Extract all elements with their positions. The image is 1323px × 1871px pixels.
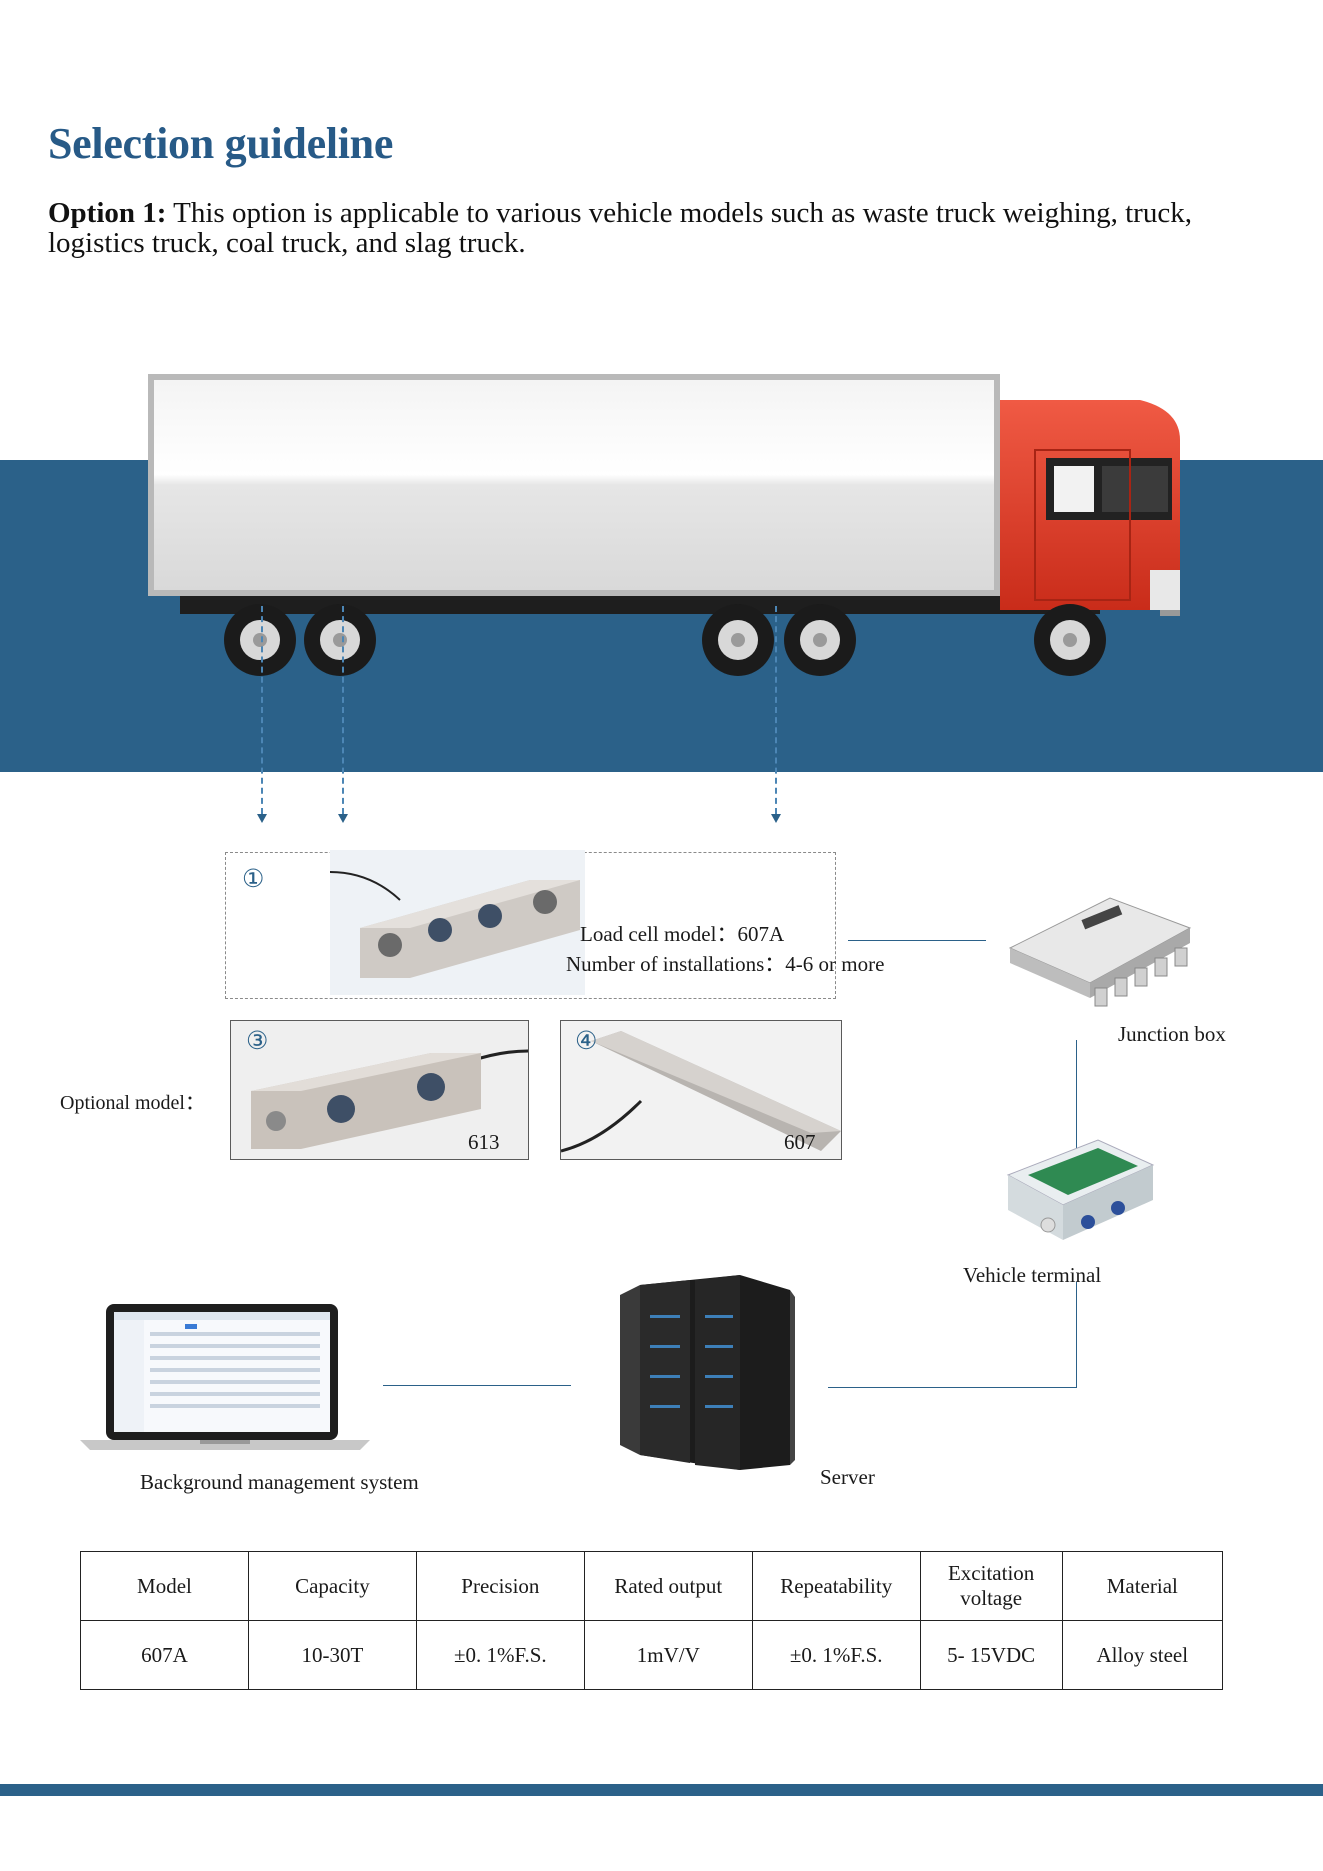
cell-precision: ±0. 1%F.S.	[415, 1620, 585, 1690]
header-capacity: Capacity	[247, 1551, 417, 1621]
connector-terminal-server	[828, 1387, 1077, 1388]
server-label: Server	[820, 1465, 875, 1489]
installations-label: Number of installations：4-6 or more	[566, 952, 885, 976]
table-row: 607A 10-30T ±0. 1%F.S. 1mV/V ±0. 1%F.S. …	[80, 1620, 1224, 1690]
indicator-arrow-3	[771, 814, 781, 823]
indicator-arrow-2	[338, 814, 348, 823]
table-header-row: Model Capacity Precision Rated output Re…	[80, 1551, 1224, 1621]
background-system-label: Background management system	[140, 1470, 419, 1494]
spec-table: Model Capacity Precision Rated output Re…	[80, 1551, 1224, 1690]
optional-model-607-box	[560, 1020, 842, 1160]
header-excitation-voltage: Excitation voltage	[919, 1551, 1063, 1621]
vehicle-terminal-label: Vehicle terminal	[963, 1263, 1102, 1287]
load-cell-613-image	[231, 1021, 528, 1159]
page-title: Selection guideline	[48, 119, 394, 168]
load-cell-model-label: Load cell model：607A	[580, 922, 785, 946]
model-613-label: 613	[468, 1130, 500, 1154]
cell-model: 607A	[80, 1620, 249, 1690]
laptop-image	[80, 1304, 370, 1450]
header-precision: Precision	[415, 1551, 585, 1621]
connector-terminal-down	[1076, 1282, 1077, 1388]
server-rack-image	[620, 1275, 795, 1470]
option-description: Option 1: This option is applicable to v…	[48, 198, 1278, 258]
indicator-line-3	[775, 606, 777, 814]
load-cell-607-image	[561, 1021, 841, 1159]
load-cell-607a-image	[330, 850, 585, 995]
connector-server-background	[383, 1385, 571, 1386]
cell-capacity: 10-30T	[247, 1620, 417, 1690]
connector-loadcell-junction	[848, 940, 986, 941]
option-text: This option is applicable to various veh…	[48, 197, 1192, 259]
connector-junction-terminal	[1076, 1040, 1077, 1160]
option-label: Option 1:	[48, 197, 167, 229]
junction-box-label: Junction box	[1118, 1022, 1226, 1046]
header-repeatability: Repeatability	[751, 1551, 921, 1621]
cell-excitation-voltage: 5- 15VDC	[919, 1620, 1063, 1690]
cell-repeatability: ±0. 1%F.S.	[751, 1620, 921, 1690]
item-number-4: ④	[575, 1028, 598, 1055]
indicator-line-2	[342, 606, 344, 814]
header-model: Model	[80, 1551, 249, 1621]
item-number-3: ③	[246, 1028, 269, 1055]
junction-box-image	[1008, 897, 1192, 1007]
truck-illustration	[148, 374, 1180, 676]
vehicle-terminal-image	[1006, 1139, 1155, 1240]
item-number-1: ①	[242, 866, 265, 893]
header-rated-output: Rated output	[583, 1551, 753, 1621]
cell-rated-output: 1mV/V	[583, 1620, 753, 1690]
cell-material: Alloy steel	[1061, 1620, 1224, 1690]
indicator-arrow-1	[257, 814, 267, 823]
model-607-label: 607	[784, 1130, 816, 1154]
optional-model-613-box	[230, 1020, 529, 1160]
indicator-line-1	[261, 606, 263, 814]
footer-bar	[0, 1784, 1323, 1796]
header-material: Material	[1061, 1551, 1224, 1621]
optional-model-label: Optional model：	[60, 1092, 205, 1114]
